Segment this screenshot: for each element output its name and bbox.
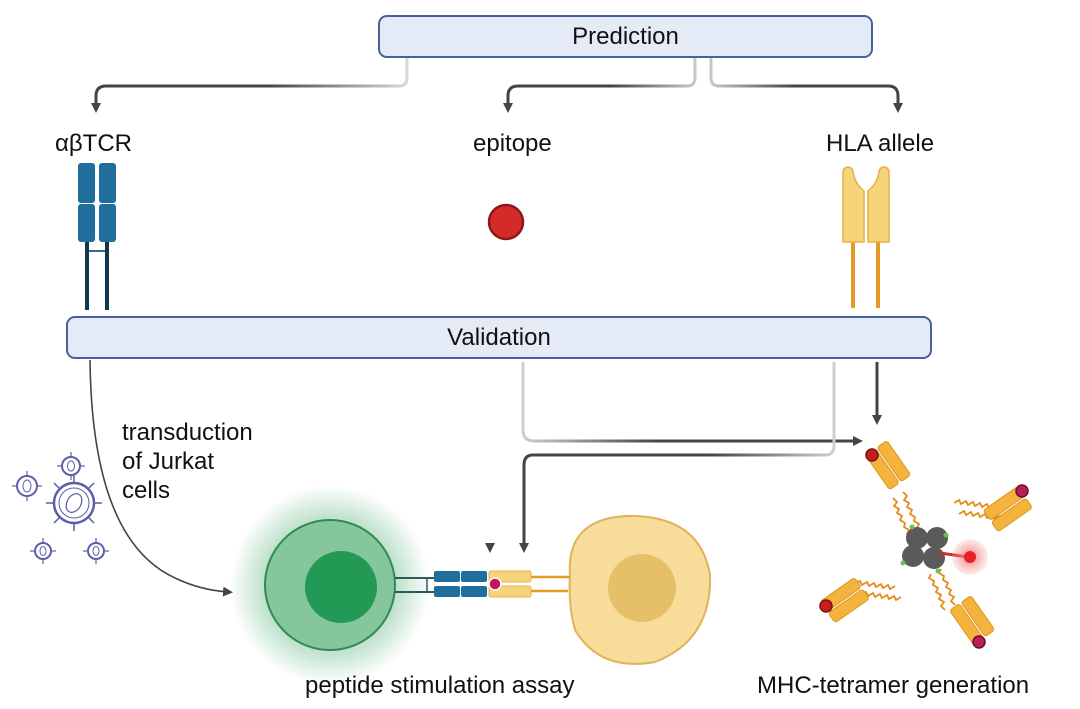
- antigen-presenting-cell: [568, 514, 712, 665]
- mhc-tetramer: [819, 441, 1032, 649]
- tcr-icon: [78, 163, 116, 310]
- virus-icons: [12, 452, 109, 564]
- tcr-label: αβTCR: [55, 130, 133, 157]
- epitope-label: epitope: [473, 130, 552, 157]
- transduction-line-2: of Jurkat: [122, 448, 215, 475]
- arrow-to-tcr: [91, 58, 409, 113]
- prediction-arrows: [91, 58, 903, 113]
- validation-arrows: [89, 359, 882, 597]
- arrow-to-epitope: [503, 58, 697, 113]
- hla-label: HLA allele: [826, 130, 935, 157]
- tcr-mhc-complex: [395, 570, 570, 598]
- transduction-line-3: cells: [122, 477, 171, 504]
- stimulation-assay-label: peptide stimulation assay: [305, 672, 575, 699]
- epitope-icon: [487, 203, 525, 241]
- hla-icon: [842, 166, 890, 308]
- jurkat-cell: [230, 485, 430, 685]
- validation-label: Validation: [447, 323, 551, 351]
- validation-box: Validation: [66, 316, 932, 359]
- tetramer-generation-label: MHC-tetramer generation: [757, 672, 1030, 699]
- arrow-transduction: [89, 359, 233, 597]
- arrow-epitope-to-tetramer: [521, 362, 863, 446]
- arrow-to-hla: [709, 58, 903, 113]
- prediction-box: Prediction: [378, 15, 873, 58]
- transduction-label: transduction of Jurkat cells: [122, 418, 253, 505]
- transduction-line-1: transduction: [122, 419, 253, 446]
- arrow-hla-to-assay: [519, 362, 836, 553]
- prediction-label: Prediction: [572, 22, 679, 50]
